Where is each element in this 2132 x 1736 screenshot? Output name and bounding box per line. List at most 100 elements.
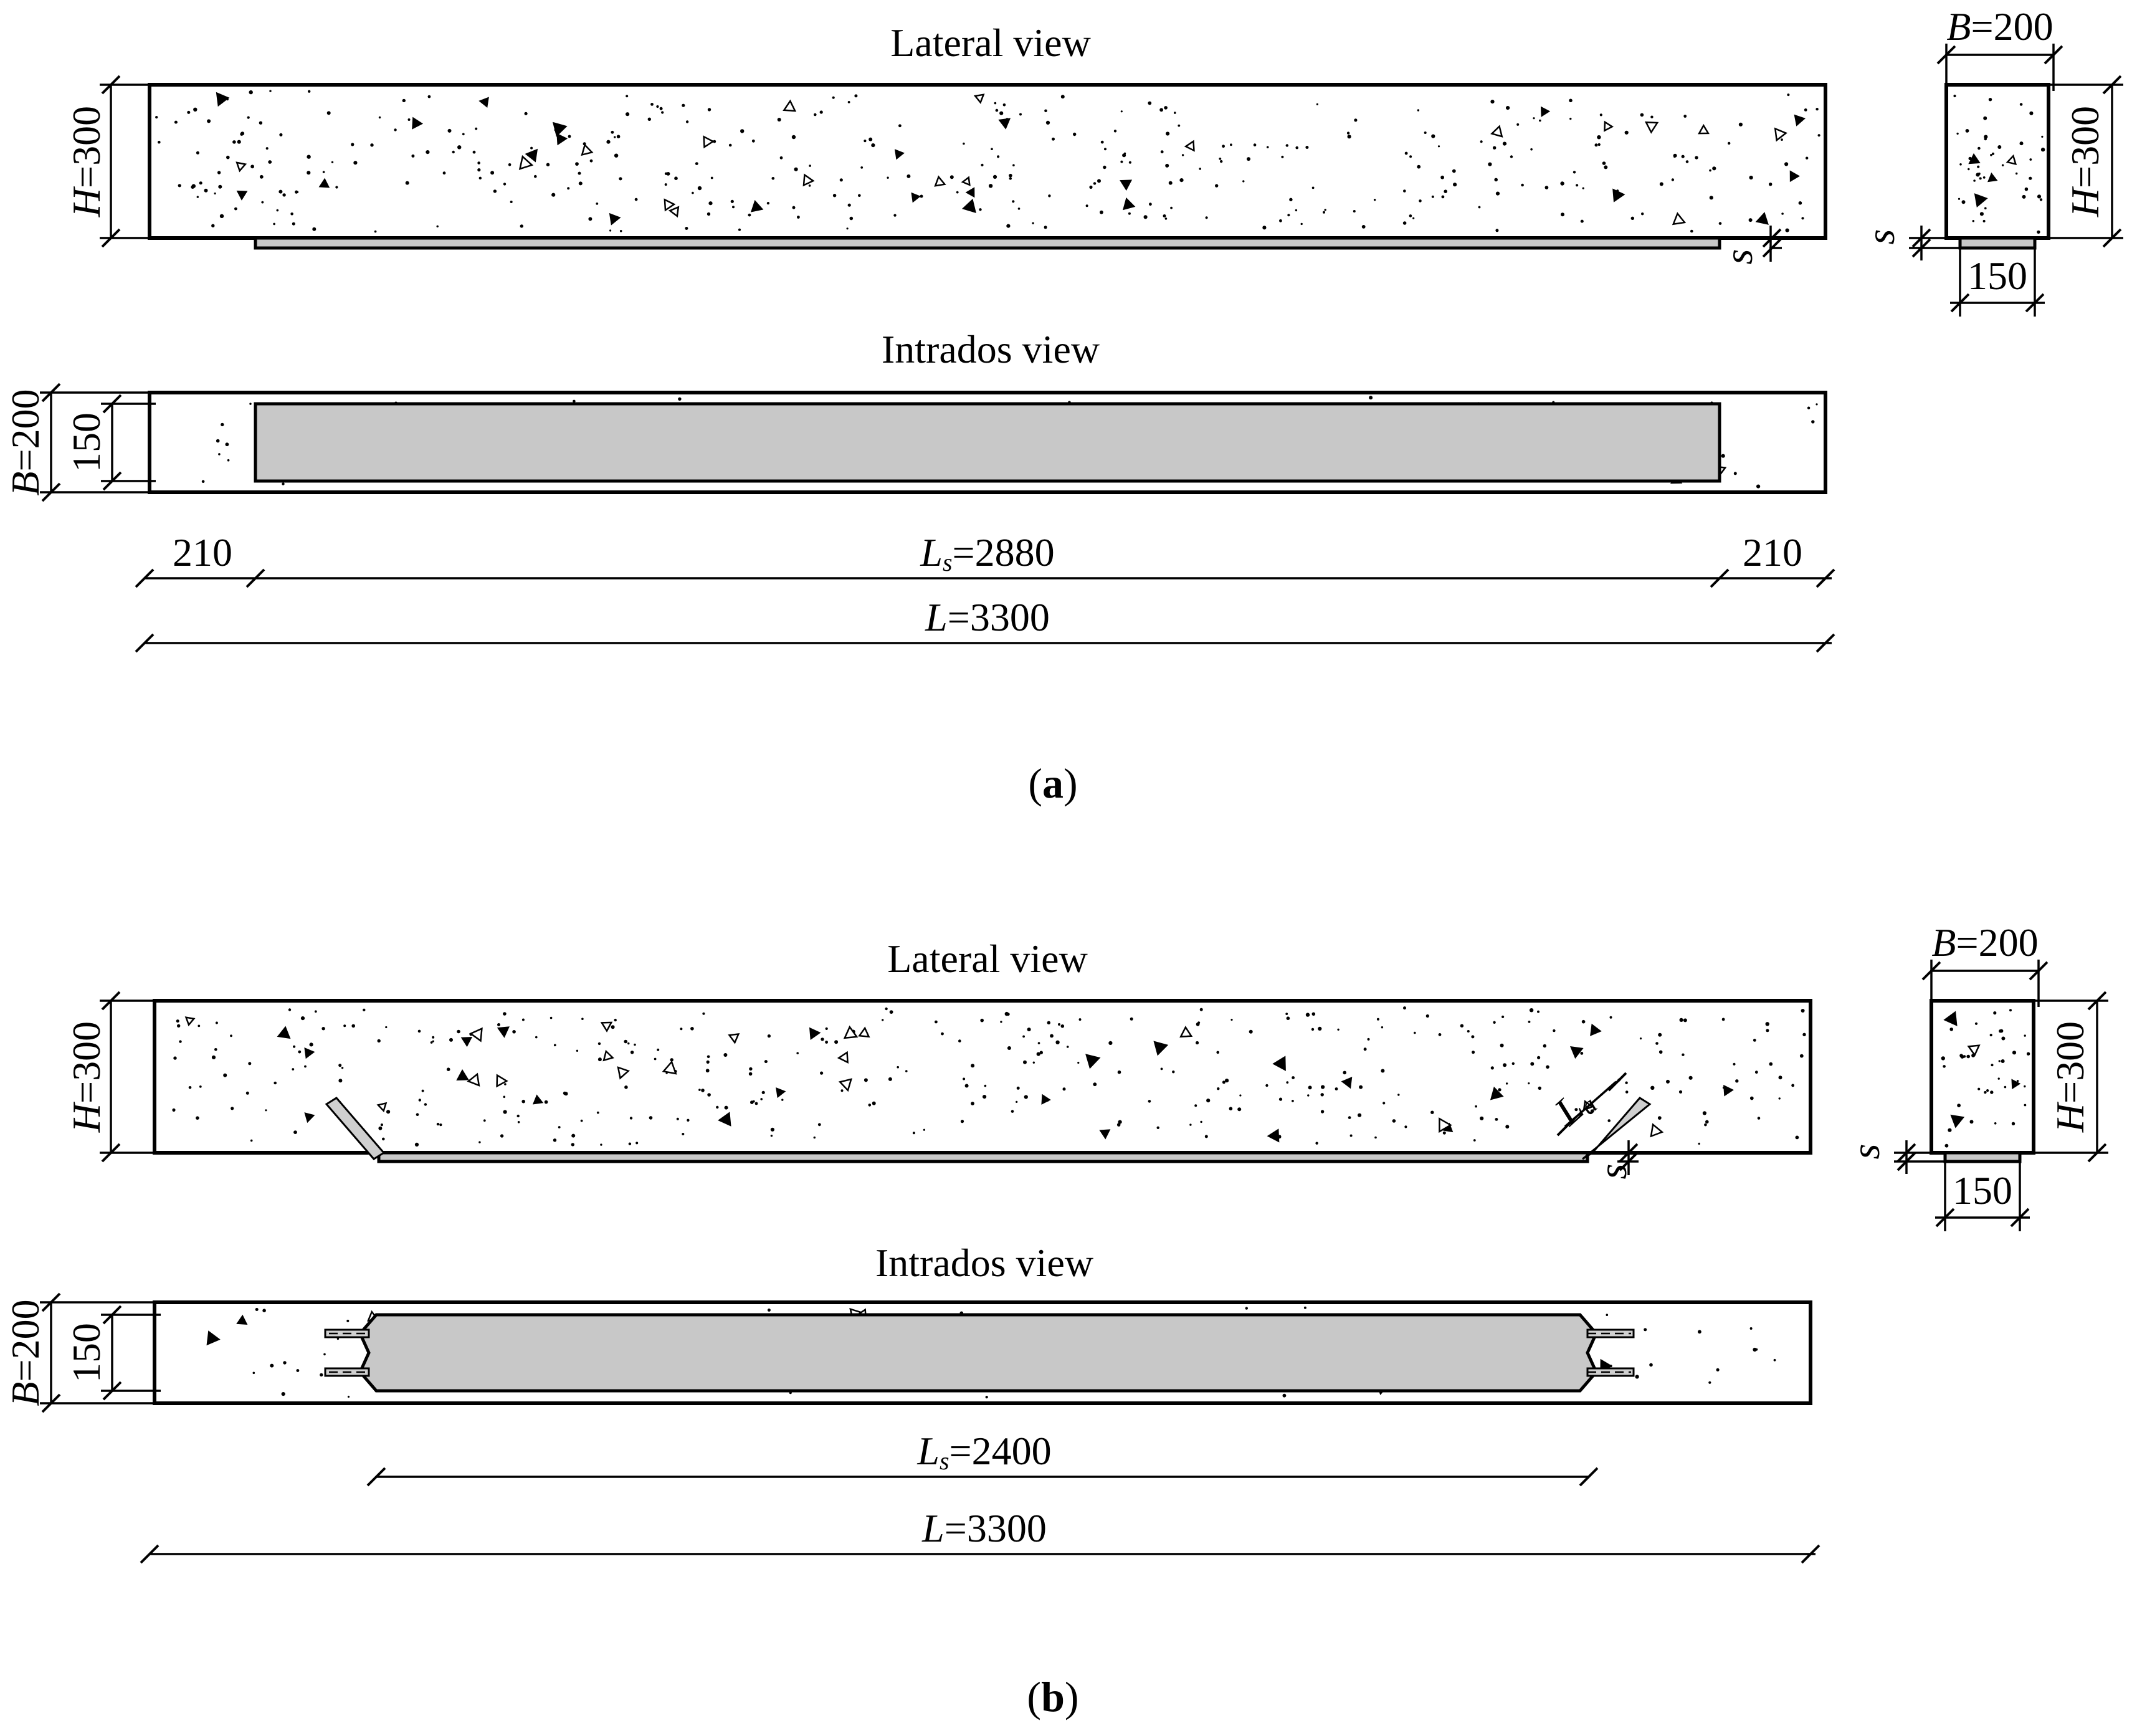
- aggregate-dot: [309, 1042, 313, 1047]
- aggregate-dot: [535, 1036, 538, 1039]
- aggregate-dot: [1104, 148, 1106, 151]
- aggregate-dot: [1318, 1026, 1322, 1031]
- aggregate-dot: [1581, 1019, 1586, 1024]
- aggregate-dot: [971, 1102, 974, 1105]
- aggregate-dot: [1431, 134, 1435, 138]
- aggregate-dot: [1765, 1022, 1769, 1026]
- panel-a-lateral-beam: [148, 83, 1827, 240]
- aggregate-dot: [1969, 1120, 1974, 1124]
- aggregate-dot: [834, 1040, 839, 1044]
- aggregate-dot: [664, 172, 668, 175]
- aggregate-stone: [460, 1036, 473, 1047]
- aggregate-stone: [376, 1102, 388, 1113]
- aggregate-dot: [819, 110, 823, 114]
- aggregate-dot: [817, 1123, 821, 1127]
- aggregate-dot: [1009, 177, 1012, 180]
- aggregate-dot: [1467, 1030, 1470, 1033]
- aggregate-dot: [860, 166, 864, 169]
- aggregate-dot: [377, 1039, 381, 1043]
- aggregate-dot: [1404, 1125, 1407, 1128]
- aggregate-stone: [1612, 188, 1625, 203]
- aggregate-dot: [1163, 214, 1166, 217]
- aggregate-dot: [217, 171, 221, 174]
- aggregate-dot: [1120, 110, 1123, 113]
- aggregate-dot: [1773, 1358, 1776, 1362]
- aggregate-dot: [650, 103, 654, 106]
- aggregate-dot: [707, 212, 711, 216]
- aggregate-dot: [1602, 161, 1606, 165]
- aggregate-dot: [1016, 1100, 1018, 1103]
- aggregate-dot: [980, 1018, 984, 1023]
- aggregate-dot: [1733, 472, 1737, 475]
- aggregate-dot: [1493, 1021, 1496, 1024]
- panel-b-length-dimensions: Ls=2400 L=3300: [140, 1429, 1820, 1564]
- aggregate-dot: [1781, 212, 1784, 215]
- aggregate-dot: [250, 165, 254, 169]
- aggregate-dot: [905, 1070, 908, 1072]
- aggregate-dot: [312, 227, 316, 231]
- aggregate-dot: [457, 1029, 460, 1034]
- aggregate-dot: [1279, 219, 1282, 222]
- aggregate-dot: [276, 209, 279, 212]
- aggregate-dot: [1984, 1090, 1987, 1094]
- aggregate-dot: [1635, 1375, 1639, 1379]
- aggregate-dot: [624, 1039, 627, 1044]
- aggregate-dot: [571, 1133, 576, 1138]
- aggregate-dot: [521, 1018, 525, 1021]
- aggregate-dot: [265, 147, 269, 150]
- aggregate-dot: [706, 1060, 710, 1064]
- aggregate-dot: [1303, 1306, 1306, 1309]
- aggregate-dot: [1442, 1131, 1446, 1135]
- aggregate-dot: [1473, 1139, 1476, 1142]
- aggregate-dot: [1017, 207, 1021, 210]
- aggregate-dot: [1354, 118, 1358, 122]
- aggregate-dot: [1708, 1381, 1711, 1384]
- aggregate-dot: [1580, 1052, 1584, 1055]
- aggregate-dot: [1811, 420, 1815, 424]
- aggregate-dot: [1516, 123, 1520, 126]
- aggregate-dot: [1262, 226, 1267, 230]
- aggregate-dot: [452, 150, 455, 154]
- panel-b-lateral-frp-strip: [377, 1151, 1589, 1163]
- aggregate-dot: [779, 156, 783, 160]
- aggregate-dot: [568, 135, 571, 138]
- aggregate-stone: [478, 97, 489, 108]
- aggregate-dot: [265, 1109, 267, 1112]
- aggregate-dot: [232, 140, 236, 144]
- panel-a-height-label: H=300: [64, 106, 108, 217]
- aggregate-stone: [184, 1016, 196, 1027]
- aggregate-dot: [1100, 210, 1103, 214]
- aggregate-dot: [2015, 172, 2018, 175]
- aggregate-stone: [602, 1049, 614, 1062]
- aggregate-dot: [794, 167, 798, 171]
- aggregate-dot: [1278, 1097, 1283, 1101]
- aggregate-dot: [813, 1136, 816, 1139]
- aggregate-dot: [1718, 222, 1722, 225]
- aggregate-dot: [898, 124, 902, 128]
- aggregate-dot: [2024, 1034, 2026, 1037]
- aggregate-dot: [1199, 168, 1201, 170]
- aggregate-dot: [436, 1122, 440, 1126]
- aggregate-dot: [1165, 163, 1169, 168]
- aggregate-dot: [1347, 135, 1351, 139]
- aggregate-dot: [1683, 1018, 1687, 1023]
- aggregate-dot: [1196, 1022, 1200, 1026]
- aggregate-dot: [1230, 1018, 1233, 1021]
- aggregate-dot: [606, 140, 611, 144]
- aggregate-dot: [176, 1019, 179, 1023]
- aggregate-dot: [796, 1052, 799, 1054]
- aggregate-dot: [550, 1016, 553, 1019]
- panel-b-section-width-label: B=200: [1931, 920, 2038, 965]
- aggregate-dot: [1597, 135, 1601, 140]
- aggregate-dot: [920, 194, 923, 198]
- aggregate-dot: [964, 1084, 969, 1088]
- aggregate-dot: [326, 111, 331, 115]
- aggregate-dot: [1249, 1029, 1253, 1034]
- aggregate-dot: [1569, 117, 1572, 120]
- aggregate-dot: [385, 1026, 388, 1029]
- aggregate-dot: [1027, 1028, 1031, 1032]
- aggregate-dot: [1478, 206, 1481, 209]
- aggregate-dot: [995, 108, 999, 112]
- aggregate-dot: [1543, 1044, 1546, 1048]
- aggregate-dot: [1060, 95, 1065, 99]
